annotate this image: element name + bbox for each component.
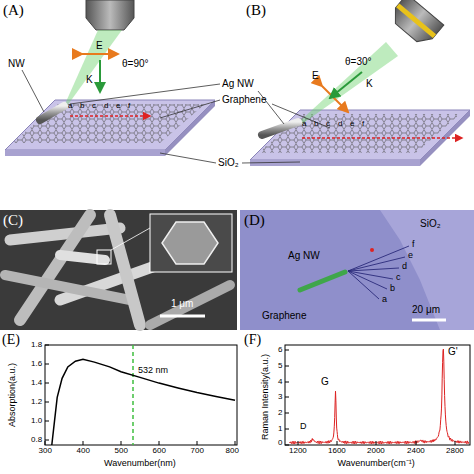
part-label: SiO₂ <box>420 218 441 229</box>
point-label: d <box>402 262 407 272</box>
point-label: b <box>390 284 395 294</box>
panel-label: (A) <box>3 2 24 19</box>
axis-tick: 500 <box>115 447 128 456</box>
tick-mark <box>285 429 289 430</box>
point-label: d <box>338 120 342 129</box>
point-label: e <box>408 251 413 261</box>
angle-label: θ=30° <box>345 56 372 67</box>
axis-tick: 2 <box>278 409 282 418</box>
axis-tick: 800 <box>226 447 239 456</box>
peak-label: G' <box>448 346 458 357</box>
tick-mark <box>45 383 49 384</box>
wavevector-label: K <box>366 78 373 89</box>
axis-tick: 400 <box>77 447 90 456</box>
point-label: a <box>68 102 72 111</box>
axis-tick: 700 <box>191 447 204 456</box>
tick-mark <box>285 366 289 367</box>
axis-tick: 1.6 <box>31 360 42 369</box>
tick-mark <box>285 382 289 383</box>
axis-title: Wavenumber(nm) <box>104 459 176 469</box>
tick-mark <box>376 441 377 445</box>
tick-mark <box>337 441 338 445</box>
part-label: NW <box>8 58 25 69</box>
axis-tick: 1.8 <box>31 341 42 350</box>
point-label: e <box>350 120 354 129</box>
axis-tick: 6 <box>278 346 282 355</box>
line-label: 532 nm <box>138 366 168 376</box>
part-label: Graphene <box>222 94 266 105</box>
axis-tick: 1.4 <box>31 379 42 388</box>
point-label: c <box>396 273 401 283</box>
tick-mark <box>45 421 49 422</box>
axis-tick: 0 <box>278 439 282 448</box>
tick-mark <box>285 350 289 351</box>
tick-mark <box>285 397 289 398</box>
peak-label: G <box>321 376 329 387</box>
field-label: E <box>312 70 319 81</box>
point-label: b <box>314 120 318 129</box>
point-label: a <box>302 120 306 129</box>
axis-title: Raman Intensity(a.u.) <box>261 354 271 440</box>
field-label: E <box>96 40 103 51</box>
wavevector-label: K <box>86 74 93 85</box>
panel-label: (E) <box>2 332 20 347</box>
point-label: c <box>326 120 330 129</box>
axis-tick: 1600 <box>328 447 346 456</box>
axis-tick: 1 <box>278 425 282 434</box>
tick-mark <box>285 445 289 446</box>
axis-title: Wavenumber(cm⁻¹) <box>338 459 415 469</box>
tick-mark <box>416 441 417 445</box>
panel-label: (D) <box>244 212 265 229</box>
scale-label: 1 μm <box>171 298 193 309</box>
point-label: c <box>92 102 96 111</box>
tick-mark <box>455 441 456 445</box>
axis-tick: 600 <box>153 447 166 456</box>
region-label: Graphene <box>262 310 306 321</box>
tick-mark <box>45 364 49 365</box>
tick-mark <box>45 441 46 445</box>
tick-mark <box>121 441 122 445</box>
axis-tick: 4 <box>278 378 282 387</box>
tick-mark <box>159 441 160 445</box>
peak-label: D <box>300 422 307 432</box>
tick-mark <box>298 441 299 445</box>
axis-tick: 1.2 <box>31 398 42 407</box>
tick-mark <box>285 413 289 414</box>
axis-tick: 300 <box>39 447 52 456</box>
tick-mark <box>197 441 198 445</box>
tick-mark <box>235 441 236 445</box>
axis-tick: 1200 <box>289 447 307 456</box>
axis-tick: 3 <box>278 393 282 402</box>
point-label: e <box>116 102 120 111</box>
axis-tick: 2400 <box>407 447 425 456</box>
axis-tick: 2000 <box>367 447 385 456</box>
panel-label: (C) <box>3 212 23 229</box>
angle-label: θ=90° <box>122 58 149 69</box>
axis-tick: 0.8 <box>31 436 42 445</box>
part-label: SiO₂ <box>218 157 239 168</box>
tick-mark <box>83 441 84 445</box>
tick-mark <box>45 440 49 441</box>
part-label: Ag NW <box>222 78 254 89</box>
scale-label: 20 μm <box>412 304 440 315</box>
point-label: b <box>80 102 84 111</box>
axis-tick: 1.0 <box>31 417 42 426</box>
panel-label: (F) <box>244 332 261 347</box>
point-label: a <box>382 295 387 305</box>
point-label: f <box>412 240 415 250</box>
axis-tick: 2800 <box>446 447 464 456</box>
axis-title: Absorption(a.u.) <box>8 363 18 427</box>
point-label: d <box>104 102 108 111</box>
part-label: Ag NW <box>288 250 320 261</box>
point-label: f <box>128 102 130 111</box>
axis-tick: 5 <box>278 362 282 371</box>
tick-mark <box>45 345 49 346</box>
tick-mark <box>45 402 49 403</box>
point-label: f <box>362 120 364 129</box>
panel-label: (B) <box>246 2 266 19</box>
